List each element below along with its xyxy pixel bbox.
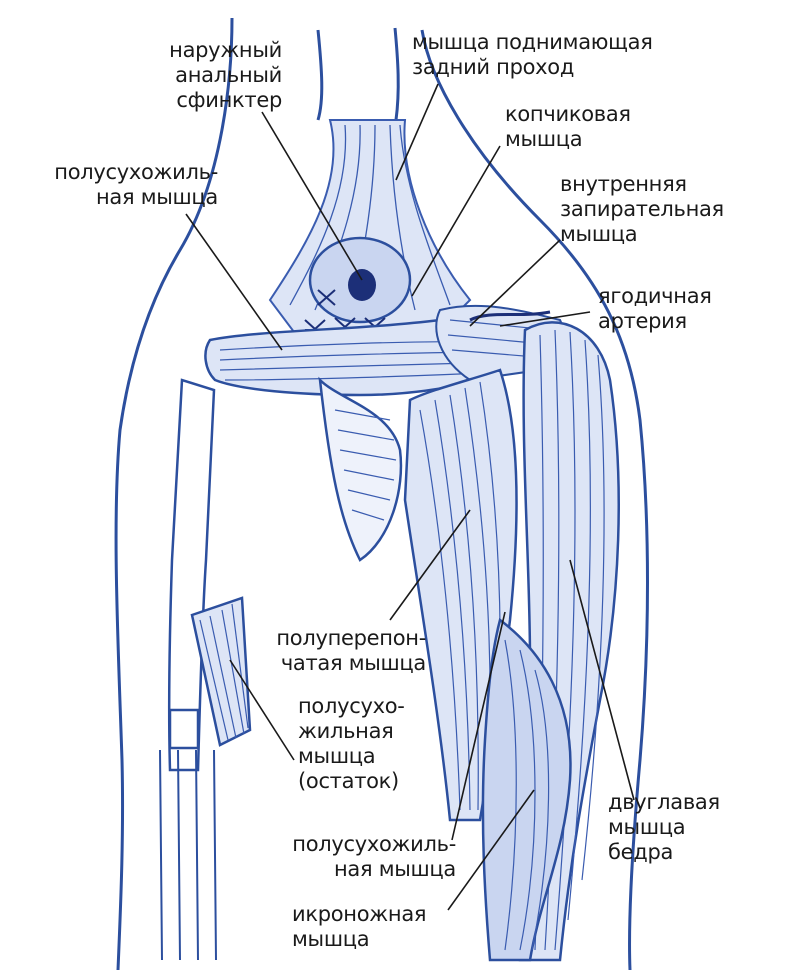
leader-line-levator (395, 83, 439, 181)
leader-line-semitendinosus-top (185, 213, 283, 351)
label-semitendinosus-remnant: полусухо- жильная мышца (остаток) (298, 694, 405, 793)
body-outline (316, 29, 324, 121)
leader-line-sphincter (261, 111, 363, 281)
leader-line-gastrocnemius (447, 789, 535, 911)
label-semitendinosus-bottom: полусухожиль- ная мышца (292, 832, 456, 881)
gastrocnemius-muscle (481, 617, 572, 962)
remnant-tendon-block (168, 708, 200, 750)
leader-line-obturator (469, 239, 561, 327)
left-femur (167, 378, 216, 772)
label-external-anal-sphincter: наружный анальный сфинктер (169, 38, 282, 112)
label-biceps-femoris: двуглавая мышца бедра (608, 790, 720, 864)
leader-line-gluteal (499, 311, 591, 327)
ischial-bone (318, 376, 403, 562)
gluteal-artery (469, 310, 551, 322)
leader-line-biceps (569, 559, 635, 801)
leader-line-remnant (229, 659, 295, 761)
body-outline (420, 29, 649, 971)
label-coccygeus: копчиковая мышца (505, 102, 631, 151)
leader-line-semitendinosus-bottom (451, 611, 506, 841)
label-levator-ani: мышца поднимающая задний проход (412, 30, 653, 79)
label-semimembranosus: полуперепон- чатая мышца (276, 626, 426, 675)
anus (348, 269, 376, 301)
ischial-bone-hatching (334, 409, 397, 521)
label-gluteal-artery: ягодичная артерия (598, 284, 712, 333)
body-outline (114, 17, 234, 971)
leader-line-semimembranosus (389, 509, 471, 621)
remnant-fibers (199, 603, 249, 741)
gastrocnemius-fibers (504, 639, 550, 951)
leader-lines (185, 83, 635, 911)
left-lower-leg (159, 749, 217, 961)
label-semitendinosus-top: полусухожиль- ная мышца (54, 160, 218, 209)
leader-line-coccygeus (411, 145, 501, 297)
label-gastrocnemius: икроножная мышца (292, 902, 427, 951)
body-outline (393, 27, 400, 121)
label-obturator-internus: внутренняя запирательная мышца (560, 172, 724, 246)
